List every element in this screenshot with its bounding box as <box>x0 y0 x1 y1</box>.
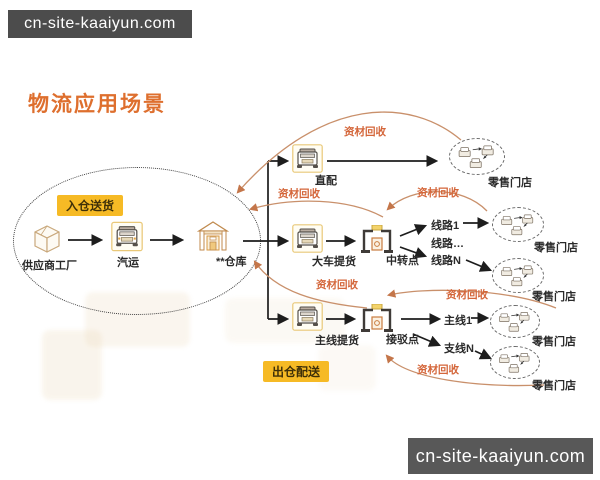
inbound-badge: 入仓送货 <box>57 195 124 216</box>
retail-cluster <box>492 258 544 293</box>
retail-label: 零售门店 <box>534 242 578 254</box>
store-icons <box>458 145 494 168</box>
retail-cluster <box>449 138 505 175</box>
retail-label: 零售门店 <box>532 336 576 348</box>
page-title: 物流应用场景 <box>28 93 166 116</box>
watermark-banner-bottom: cn-site-kaaiyun.com <box>408 438 593 474</box>
store-icons <box>501 265 534 286</box>
retail-cluster <box>490 346 540 379</box>
recycle-label: 资材回收 <box>417 364 459 376</box>
outbound-badge: 出仓配送 <box>263 361 330 382</box>
route-main1-label: 主线1 <box>444 315 473 327</box>
store-icons <box>499 311 530 332</box>
retail-cluster <box>490 305 540 338</box>
recycle-label: 资材回收 <box>316 279 358 291</box>
route-line1-label: 线路1 <box>431 220 460 232</box>
direct-truck-icon <box>292 144 323 173</box>
warehouse-label: **仓库 <box>216 256 247 268</box>
connection-point-icon <box>361 304 393 332</box>
supplier-label: 供应商工厂 <box>22 260 77 272</box>
background-illustration <box>42 330 102 400</box>
mainline-truck-label: 主线提货 <box>315 335 359 347</box>
recycle-label: 资材回收 <box>417 187 459 199</box>
transfer-hub-label: 中转点 <box>386 255 419 267</box>
recycle-label: 资材回收 <box>344 126 386 138</box>
route-lineN-label: 线路N <box>431 255 461 267</box>
watermark-banner-top: cn-site-kaaiyun.com <box>8 10 192 38</box>
trunk-truck-icon <box>292 224 323 253</box>
retail-label: 零售门店 <box>488 177 532 189</box>
direct-label: 直配 <box>315 175 337 187</box>
transport-label: 汽运 <box>117 257 139 269</box>
route-branchN-label: 支线N <box>444 343 474 355</box>
recycle-label: 资材回收 <box>446 289 488 301</box>
watermark-text: cn-site-kaaiyun.com <box>24 15 176 32</box>
store-icons <box>499 352 530 373</box>
retail-label: 零售门店 <box>532 291 576 303</box>
connection-point-label: 接驳点 <box>386 334 419 346</box>
trunk-truck-label: 大车提货 <box>312 256 356 268</box>
supplier-box-icon <box>34 225 60 253</box>
watermark-text: cn-site-kaaiyun.com <box>415 445 586 466</box>
recycle-label: 资材回收 <box>278 188 320 200</box>
warehouse-icon <box>197 221 229 251</box>
transport-truck-icon <box>111 221 143 252</box>
mainline-truck-icon <box>292 302 323 331</box>
route-line-ellipsis-label: 线路… <box>431 238 464 250</box>
transfer-hub-icon <box>361 225 393 253</box>
store-icons <box>501 214 534 235</box>
retail-cluster <box>492 207 544 242</box>
retail-label: 零售门店 <box>532 380 576 392</box>
